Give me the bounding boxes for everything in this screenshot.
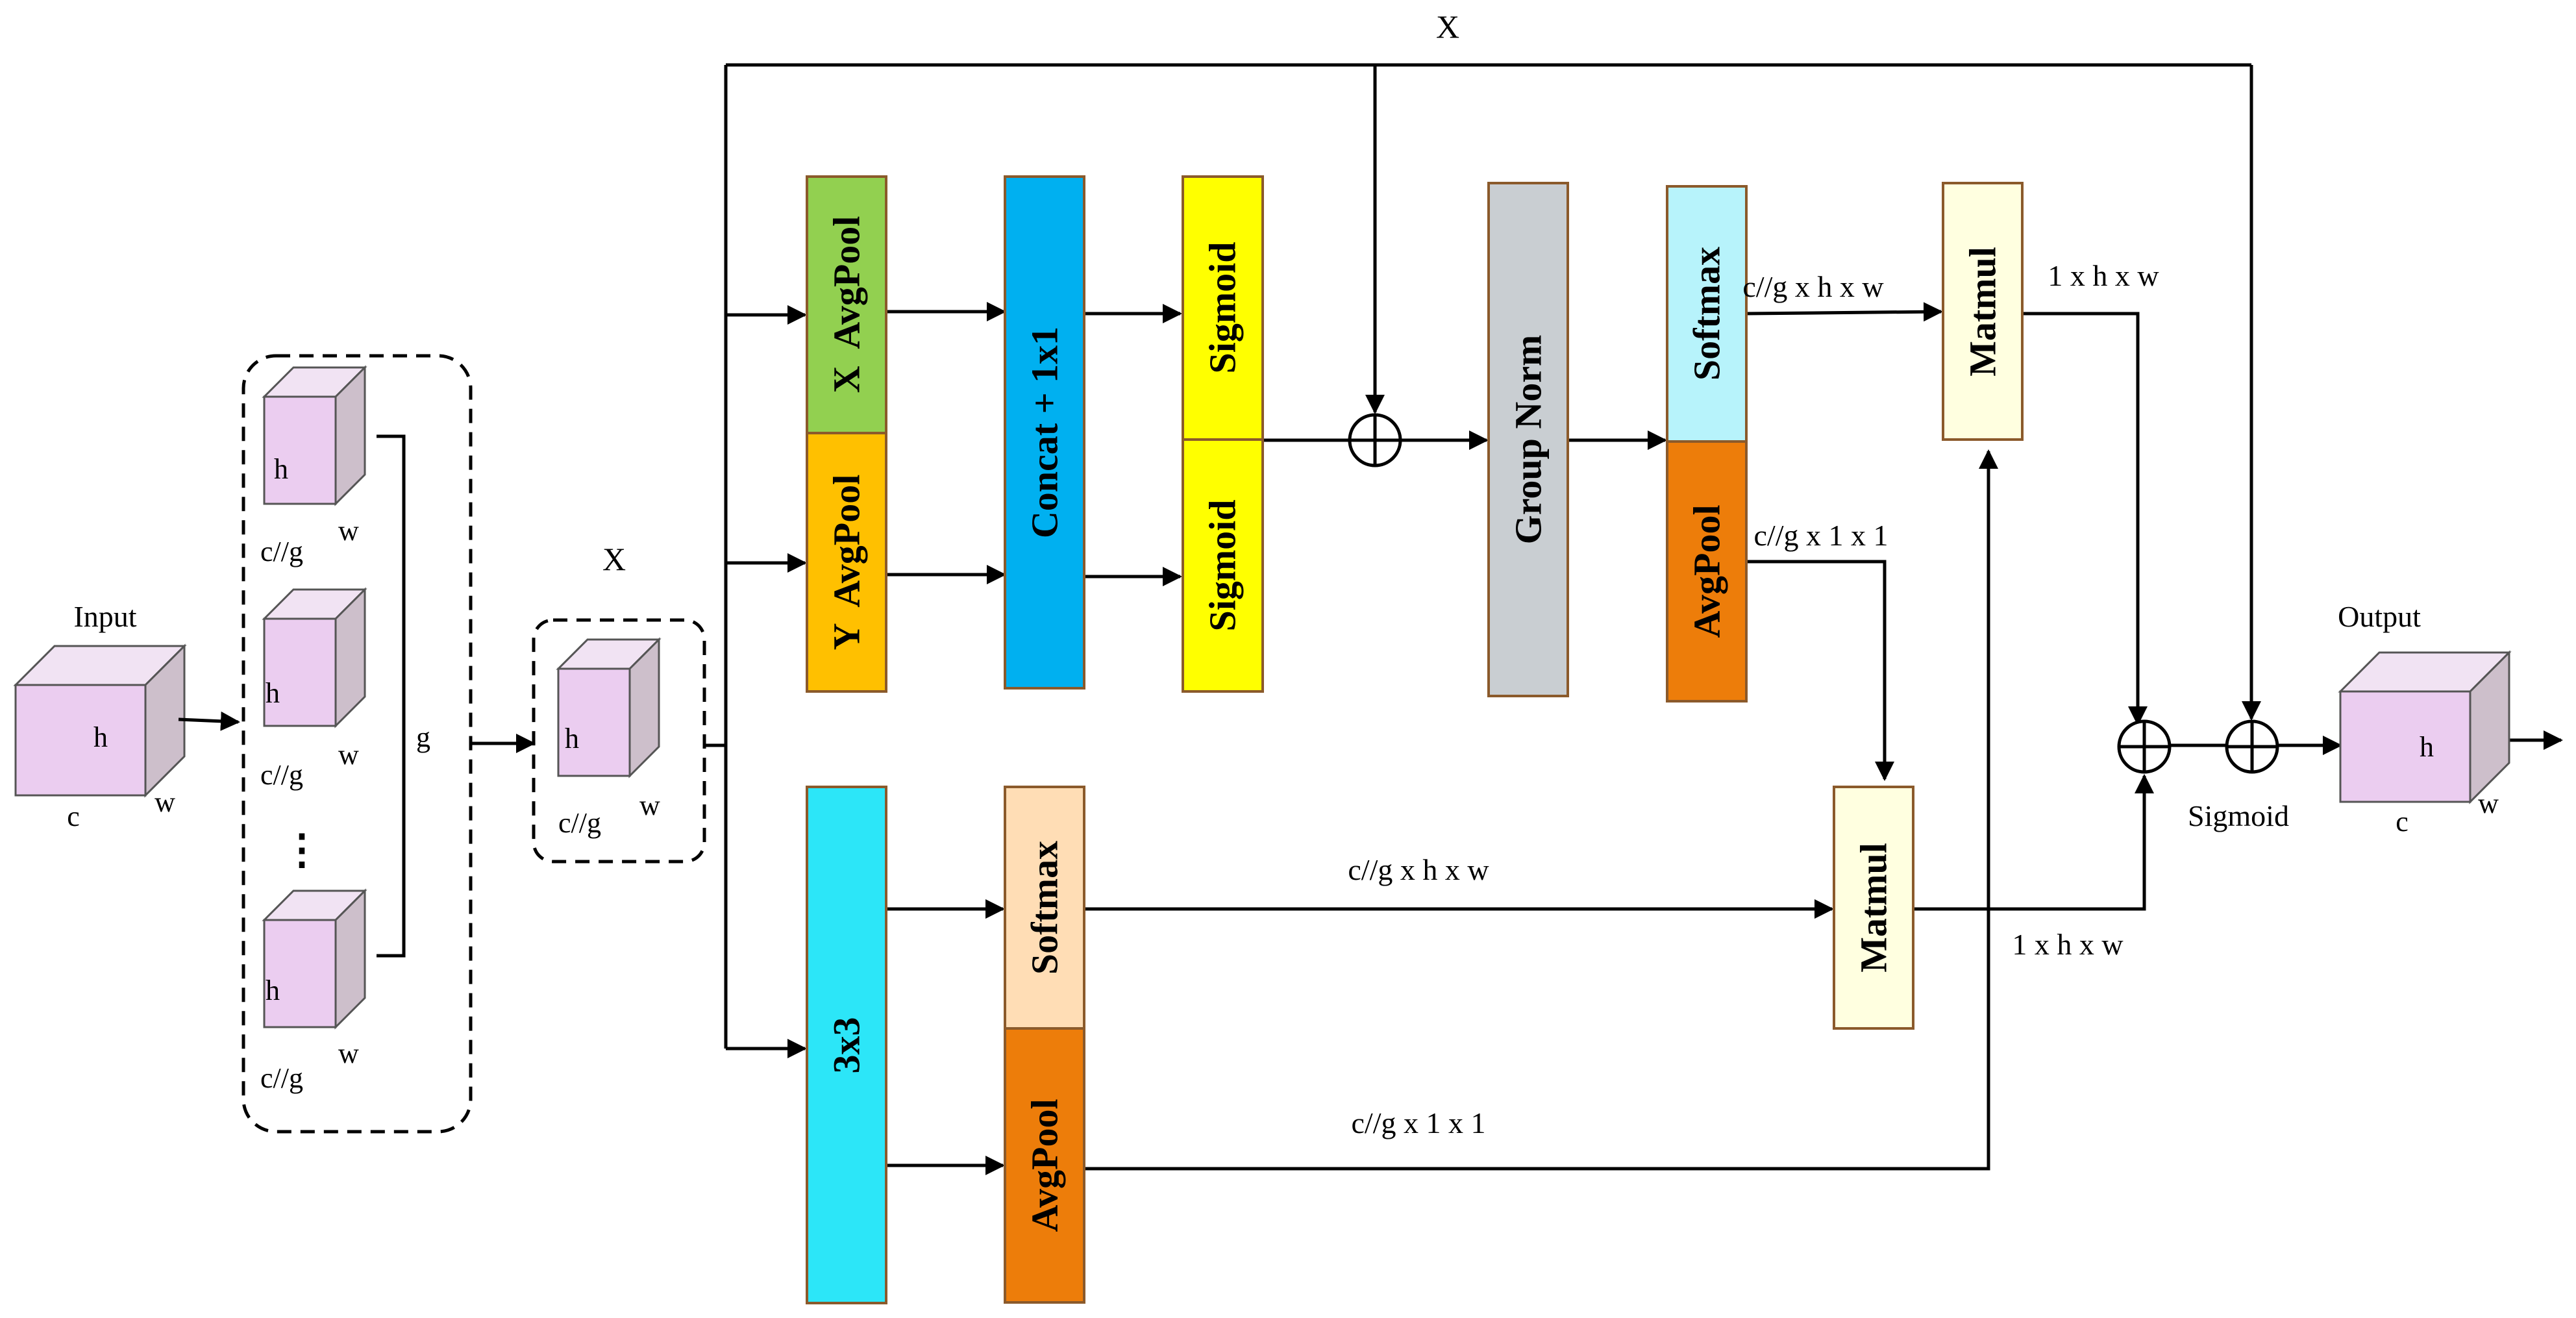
x-group-c: c//g: [558, 807, 601, 839]
group-cube-2-h: h: [266, 677, 280, 709]
block-conv3x3-label: 3x3: [826, 1017, 868, 1074]
block-conv3x3-box: [806, 786, 887, 1304]
block-group-norm: Group Norm: [1487, 182, 1569, 697]
group-cube-2-w: w: [338, 739, 359, 771]
arrow-input-to-groups: [178, 711, 240, 731]
block-softmax-top: Softmax: [1666, 185, 1748, 443]
input-w-label: w: [155, 786, 175, 818]
group-cube-1-w: w: [338, 515, 359, 547]
edge-label-matmul-top-out: 1 x h x w: [2048, 259, 2159, 292]
group-cube-3-c: c//g: [260, 1062, 303, 1094]
group-cube-3-w: w: [338, 1038, 359, 1069]
edge-label-sigmoid: Sigmoid: [2188, 799, 2289, 832]
block-avgpool-bottom: AvgPool: [1004, 1027, 1085, 1304]
add-node-1: [1348, 413, 1402, 467]
block-concat-label: Concat + 1x1: [1024, 327, 1066, 538]
x-group-tensor: X h w c//g: [532, 541, 706, 864]
x-group-cube: [557, 638, 660, 777]
block-avgpool-top-label: AvgPool: [1686, 504, 1728, 638]
group-cube-1-c: c//g: [260, 536, 303, 567]
block-avgpool-bottom-label: AvgPool: [1024, 1099, 1066, 1232]
block-group-norm-box: [1487, 182, 1569, 697]
x-group-dashed-box: [532, 618, 706, 864]
input-h-label: h: [93, 721, 108, 753]
block-concat-box: [1004, 175, 1085, 690]
group-cube-1-h: h: [274, 453, 288, 485]
input-tensor: Input h w c: [14, 600, 186, 832]
group-cube-3: [263, 889, 366, 1028]
edge-label-softmax-top: c//g x h x w: [1742, 270, 1884, 303]
output-h-label: h: [2420, 731, 2434, 763]
output-tensor: Output h w c: [2338, 600, 2510, 838]
input-cube: [14, 645, 186, 797]
arrow-matmul-bottom-to-add2: [1912, 774, 2154, 911]
block-matmul-bottom-box: [1833, 786, 1914, 1030]
block-y-avgpool-box: [806, 432, 887, 693]
block-softmax-top-box: [1666, 185, 1748, 443]
output-c-label: c: [2396, 806, 2409, 838]
add-node-2: [2117, 719, 2172, 774]
block-avgpool-top-box: [1666, 440, 1748, 703]
x-group-h: h: [565, 723, 579, 754]
block-softmax-top-label: Softmax: [1686, 247, 1728, 380]
output-cube: [2339, 651, 2510, 803]
x-group-w: w: [639, 790, 660, 821]
output-title: Output: [2338, 600, 2421, 633]
block-sigmoid-bottom: Sigmoid: [1182, 438, 1264, 693]
edge-label-avgpool-top: c//g x 1 x 1: [1754, 519, 1889, 552]
output-w-label: w: [2478, 788, 2499, 819]
arrow-matmul-top-to-add2: [2022, 312, 2148, 726]
edge-label-matmul-bottom-out: 1 x h x w: [2012, 928, 2124, 961]
block-y-avgpool: Y AvgPool: [806, 432, 887, 693]
block-x-avgpool-label: X AvgPool: [826, 216, 868, 393]
input-c-label: c: [67, 801, 80, 832]
block-softmax-bottom-label: Softmax: [1024, 841, 1066, 975]
add-node-3: [2225, 719, 2279, 774]
group-cube-2-c: c//g: [260, 759, 303, 791]
block-matmul-bottom: Matmul: [1833, 786, 1914, 1030]
block-concat: Concat + 1x1: [1004, 175, 1085, 690]
block-matmul-top: Matmul: [1942, 182, 2024, 441]
block-matmul-bottom-label: Matmul: [1853, 843, 1895, 973]
group-cube-3-h: h: [266, 975, 280, 1006]
arrow-avgpool-bottom-to-matmul-top: [1084, 449, 1998, 1171]
group-brace: [377, 434, 406, 958]
block-softmax-bottom: Softmax: [1004, 786, 1085, 1030]
top-x-label: X: [1436, 8, 1459, 45]
block-y-avgpool-label: Y AvgPool: [826, 475, 868, 651]
block-sigmoid-top: Sigmoid: [1182, 175, 1264, 441]
block-x-avgpool: X AvgPool: [806, 175, 887, 434]
x-group-title: X: [602, 541, 626, 577]
group-split: h w c//g h w c//g ⋮ h w c//g g: [242, 354, 473, 1134]
group-brace-label: g: [416, 721, 430, 753]
block-group-norm-label: Group Norm: [1507, 335, 1550, 545]
edge-label-avgpool-bottom: c//g x 1 x 1: [1352, 1106, 1486, 1139]
input-title: Input: [73, 600, 136, 633]
block-x-avgpool-box: [806, 175, 887, 434]
block-sigmoid-bottom-box: [1182, 438, 1264, 693]
connections: [704, 63, 2563, 1175]
block-avgpool-bottom-box: [1004, 1027, 1085, 1304]
arrow-softmax-top-to-matmul-top: [1746, 302, 1943, 322]
block-sigmoid-bottom-label: Sigmoid: [1202, 499, 1244, 631]
block-sigmoid-top-label: Sigmoid: [1202, 242, 1244, 373]
group-ellipsis: ⋮: [281, 827, 323, 873]
block-matmul-top-label: Matmul: [1962, 247, 2004, 377]
arrow-avgpool-top-to-matmul-bottom: [1746, 560, 1894, 781]
block-sigmoid-top-box: [1182, 175, 1264, 441]
block-matmul-top-box: [1942, 182, 2024, 441]
block-avgpool-top: AvgPool: [1666, 440, 1748, 703]
edge-label-softmax-bottom: c//g x h x w: [1348, 853, 1489, 886]
block-conv3x3: 3x3: [806, 786, 887, 1304]
